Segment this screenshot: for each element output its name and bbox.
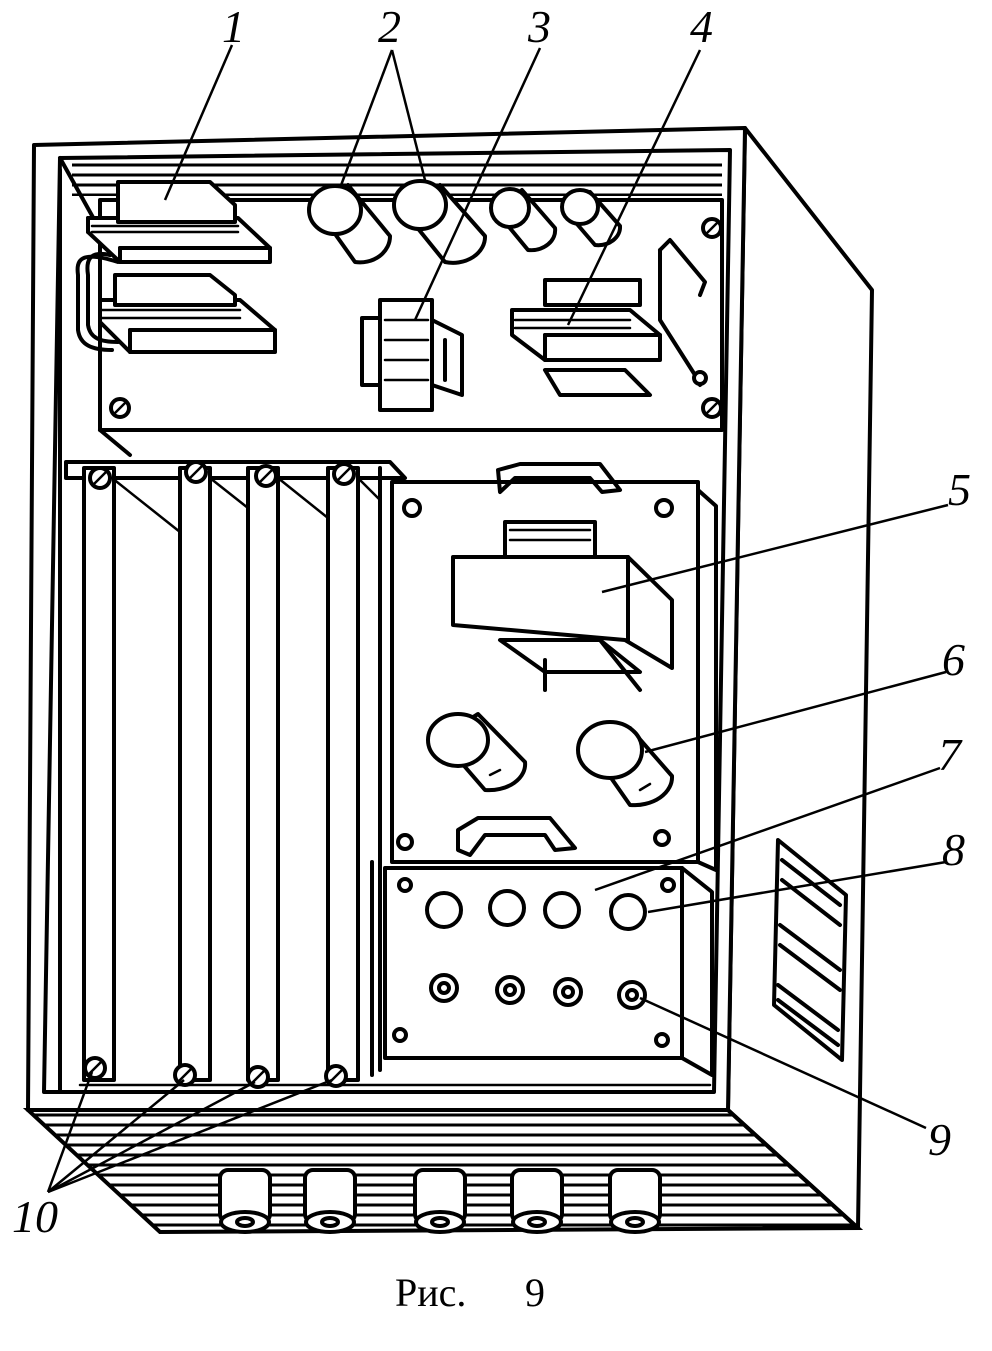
- label-8: 8: [942, 824, 965, 875]
- bottom-terminals: [218, 1168, 662, 1234]
- label-1: 1: [222, 1, 245, 52]
- capacitors-6: [426, 712, 675, 808]
- controls-8: [425, 889, 647, 931]
- lower-handle: [456, 816, 577, 857]
- transformer-1: [75, 180, 277, 354]
- transformer-4: [510, 238, 708, 397]
- label-7: 7: [938, 729, 963, 780]
- label-2: 2: [378, 1, 401, 52]
- sockets-9: [429, 973, 647, 1010]
- label-3: 3: [527, 1, 551, 52]
- caption-number: 9: [525, 1270, 545, 1315]
- boards-10: [64, 460, 407, 1089]
- transformer-3: [360, 298, 464, 412]
- caption-prefix: Рис.: [395, 1270, 466, 1315]
- label-4: 4: [690, 1, 713, 52]
- label-9: 9: [928, 1114, 951, 1165]
- label-6: 6: [942, 634, 965, 685]
- label-10: 10: [12, 1191, 58, 1242]
- leader-lines: [46, 44, 949, 1194]
- label-5: 5: [948, 464, 971, 515]
- capacitors-2: [307, 179, 623, 265]
- transformer-5: [451, 520, 674, 692]
- control-panel-7: [370, 860, 714, 1077]
